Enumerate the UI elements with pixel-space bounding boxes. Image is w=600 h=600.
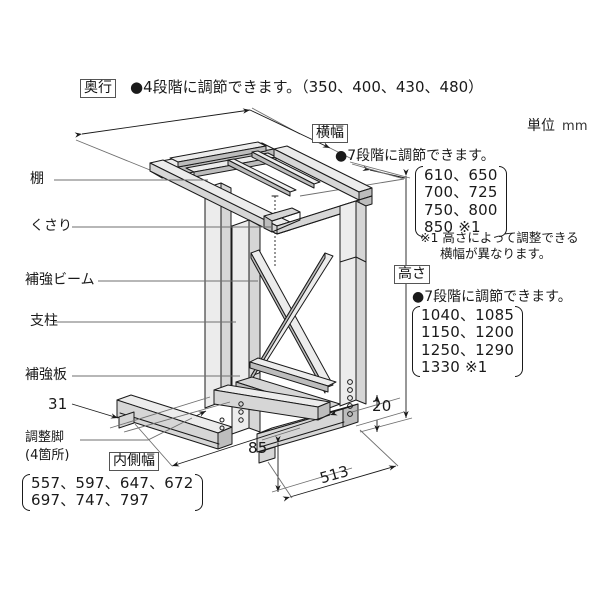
dim-value-85: 85 — [248, 439, 268, 457]
dim-20 — [351, 395, 405, 432]
bracket-left — [22, 474, 30, 511]
inner-width-tag: 内側幅 — [109, 452, 159, 472]
units-label: 単位 — [527, 118, 555, 134]
inner-width-value-1: 557、597、647、672 — [31, 474, 194, 492]
bracket-right — [194, 474, 203, 511]
part-label-post: 支柱 — [30, 313, 58, 329]
part-label-reinforcing-plate: 補強板 — [25, 367, 67, 383]
dim-value-31: 31 — [48, 395, 68, 413]
inner-width-values-bracket: 557、597、647、672 697、747、797 — [22, 474, 203, 511]
post-front-right — [339, 200, 367, 407]
height-value-1: 1040、1085 — [421, 306, 515, 324]
width-values-bracket: 610、650 700、725 750、800 850 ※1 — [415, 166, 507, 237]
post-back-left — [204, 182, 232, 409]
width-callout-text: ●7段階に調節できます。 — [335, 148, 495, 164]
width-value-4: 850 ※1 — [424, 217, 481, 236]
dim-inner-width — [134, 410, 338, 467]
shelf-slats — [169, 141, 321, 197]
bracket-right — [498, 166, 507, 237]
width-value-2: 700、725 — [424, 183, 498, 202]
width-value-3: 750、800 — [424, 200, 498, 219]
bracket-left — [412, 306, 420, 377]
width-note-line2: 横幅が異なります。 — [440, 246, 552, 261]
height-value-3: 1250、1290 — [421, 340, 515, 359]
height-value-2: 1150、1200 — [421, 323, 515, 342]
height-callout-text: ●7段階に調節できます。 — [412, 289, 572, 305]
part-label-chain: くさり — [30, 218, 72, 234]
bracket-right — [515, 306, 524, 377]
depth-callout-text: ●4段階に調節できます。（350、400、430、480） — [130, 78, 484, 96]
part-label-reinforcing-beam: 補強ビーム — [25, 272, 95, 288]
depth-tag: 奥行 — [80, 79, 116, 99]
part-label-adjustable-foot: 調整脚 — [25, 430, 65, 445]
dim-value-20: 20 — [372, 397, 392, 415]
height-tag: 高さ — [394, 265, 430, 285]
corner-bracket-left — [263, 207, 301, 233]
part-label-shelf: 棚 — [30, 171, 44, 187]
dim-513 — [267, 429, 399, 502]
reinforcing-beam-horizontal — [249, 357, 337, 393]
width-value-1: 610、650 — [424, 166, 498, 184]
height-value-4: 1330 ※1 — [421, 357, 488, 376]
height-dimension-line — [349, 161, 413, 433]
part-label-adjustable-foot-count: (4箇所) — [25, 448, 70, 463]
width-note-line1: ※1 高さによって調整できる — [420, 230, 579, 245]
height-values-bracket: 1040、1085 1150、1200 1250、1290 1330 ※1 — [412, 306, 524, 377]
bracket-left — [415, 166, 423, 237]
shelf-right-rail — [273, 145, 373, 201]
inner-width-value-2: 697、747、797 — [31, 491, 150, 510]
width-tag: 横幅 — [312, 124, 348, 144]
units-value: mm — [562, 119, 588, 134]
